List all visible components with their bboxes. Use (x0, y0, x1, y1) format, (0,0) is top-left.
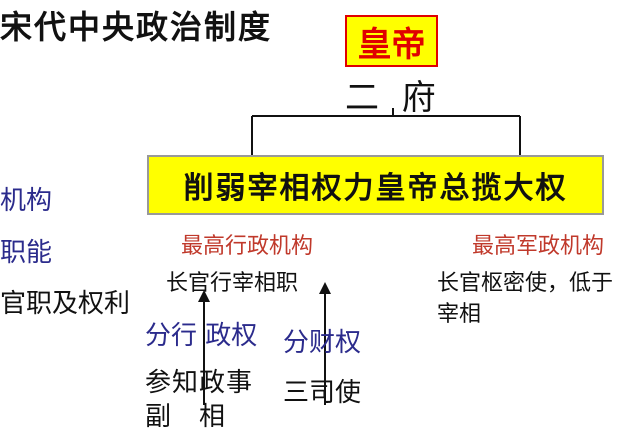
emperor-label: 皇帝 (357, 24, 426, 65)
banner-text: 削弱宰相权力皇帝总揽大权 (183, 171, 568, 206)
admin-chief: 长官行宰相职 (166, 271, 299, 296)
finance-split-power: 分财权 (283, 328, 362, 358)
left-label-institution: 机构 (0, 186, 53, 216)
arrow-admin-head (198, 290, 210, 302)
sansi-label: 三司使 (283, 378, 362, 408)
military-heading: 最高军政机构 (472, 234, 605, 259)
admin-heading: 最高行政机构 (181, 234, 314, 259)
arrow-finance-head (319, 282, 331, 294)
emperor-box: 皇帝 (345, 15, 438, 67)
diagram-title: 宋代中央政治制度 (0, 8, 273, 46)
two-fu-label: 二 府 (345, 78, 442, 118)
left-label-post-and-power: 官职及权利 (0, 289, 131, 319)
left-label-function: 职能 (0, 238, 53, 268)
deputy-line-2: 副 相 (145, 402, 227, 432)
admin-split-power: 分行 政权 (145, 321, 258, 351)
military-chief-line-1: 长官枢密使，低于 (437, 271, 614, 296)
deputy-line-1: 参知政事 (145, 368, 254, 398)
central-banner: 削弱宰相权力皇帝总揽大权 (147, 155, 604, 215)
military-chief-line-2: 宰相 (437, 302, 482, 327)
